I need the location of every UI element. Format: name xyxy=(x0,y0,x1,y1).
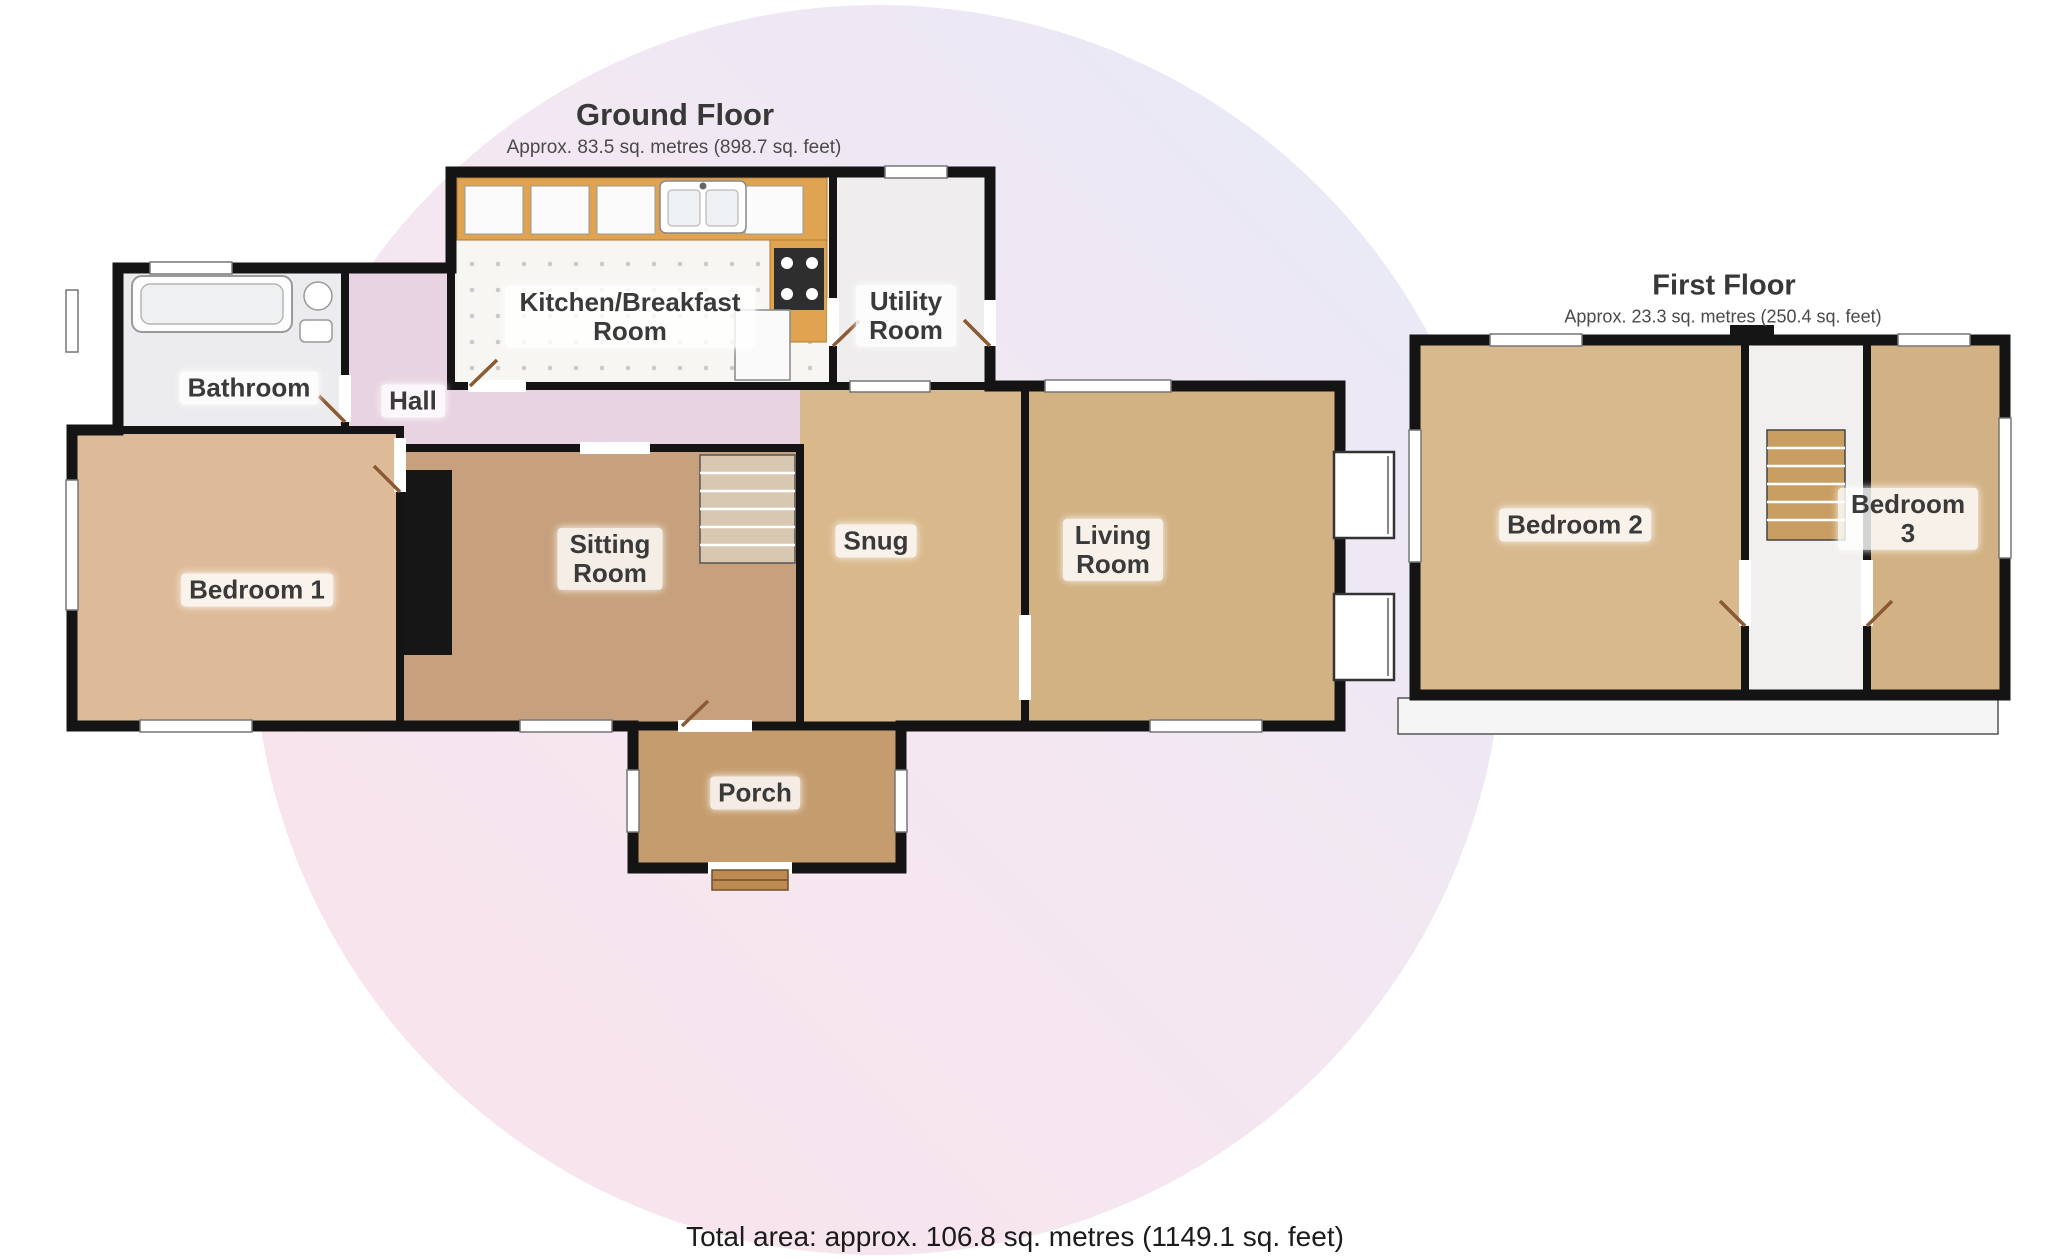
total-area-text: Total area: approx. 106.8 sq. metres (11… xyxy=(686,1221,1344,1252)
room-label-bedroom-3: Bedroom 3 xyxy=(1838,487,1978,551)
room-label-hall: Hall xyxy=(381,384,445,418)
hall-floor xyxy=(345,268,451,392)
eaves-band xyxy=(1397,697,1999,735)
windows-first xyxy=(1408,333,2012,563)
room-label-utility: Utility Room xyxy=(856,284,956,348)
toilet xyxy=(299,319,333,343)
ground-floor-title: Ground Floor xyxy=(575,97,775,132)
room-label-bedroom-1: Bedroom 1 xyxy=(181,573,333,607)
room-label-snug: Snug xyxy=(835,524,917,558)
basin xyxy=(303,281,333,311)
bathtub xyxy=(131,275,293,333)
door-openings-first xyxy=(1739,560,1873,626)
first-floor-title: First Floor xyxy=(1652,269,1796,302)
staircase-ground xyxy=(699,454,796,564)
room-label-bedroom-2: Bedroom 2 xyxy=(1499,508,1651,542)
chimney-breast xyxy=(400,470,452,655)
ground-floor-plan xyxy=(65,165,1396,891)
room-label-sitting-room: Sitting Room xyxy=(557,527,663,591)
stove xyxy=(774,248,824,310)
room-label-living-room: Living Room xyxy=(1063,518,1163,582)
door-leaves-ground xyxy=(317,318,992,728)
windows-ground xyxy=(65,165,1263,833)
chimney-stub xyxy=(1730,325,1774,342)
room-label-porch: Porch xyxy=(710,776,800,810)
porch-steps xyxy=(711,869,789,891)
kitchen-units xyxy=(456,177,828,381)
utility-floor xyxy=(833,172,990,386)
ground-floor-subtitle: Approx. 83.5 sq. metres (898.7 sq. feet) xyxy=(506,137,842,158)
door-openings-ground xyxy=(339,298,1031,874)
first-floor-subtitle: Approx. 23.3 sq. metres (250.4 sq. feet) xyxy=(1564,306,1882,327)
bay-windows xyxy=(1332,450,1396,682)
staircase-first xyxy=(1766,429,1846,541)
door-leaves-first xyxy=(1718,599,1894,628)
room-label-kitchen-breakfast: Kitchen/Breakfast Room xyxy=(505,285,755,349)
room-label-bathroom: Bathroom xyxy=(179,371,319,405)
